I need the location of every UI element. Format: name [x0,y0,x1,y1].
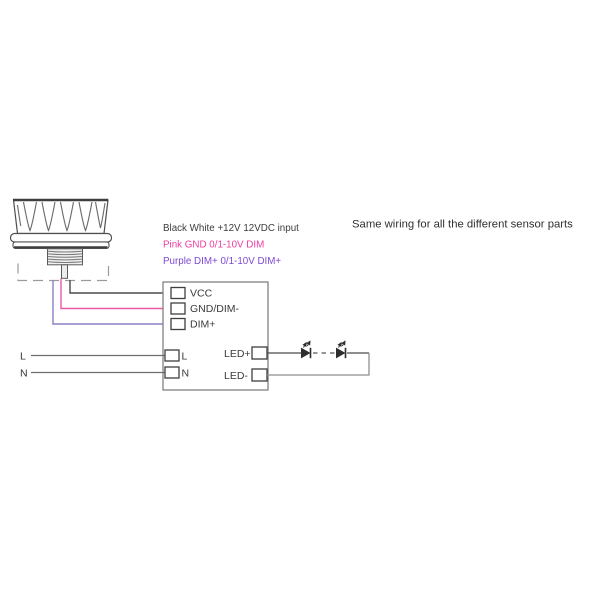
wire-vcc-black [69,280,171,294]
legend-purple-dim: Purple DIM+ 0/1-10V DIM+ [163,256,281,267]
led-symbol-2 [336,340,347,359]
legend-pink-gnd: Pink GND 0/1-10V DIM [163,240,264,251]
wire-dim-purple [52,280,171,325]
wire-led-return [267,353,370,376]
sensor-knob-icon [9,198,113,279]
terminal-led-plus-label: LED+ [224,348,251,360]
sensor-thread-lines [47,250,83,263]
mains-neutral-label: N [20,368,28,380]
terminal-dim-square [170,317,186,331]
terminal-vcc-label: VCC [190,288,213,300]
terminal-led-minus-label: LED- [224,370,248,382]
mains-live-label: L [20,351,26,363]
sensor-flange-upper [9,232,113,243]
terminal-n-square [164,366,180,379]
led-anode-triangle [301,347,311,359]
terminal-vcc-square [170,286,186,300]
terminal-l-square [164,349,180,362]
terminal-dim-label: DIM+ [190,319,215,331]
terminal-n-label: N [182,368,190,380]
terminal-gnd-label: GND/DIM- [190,303,239,315]
led-emission-arrows [302,340,311,348]
legend-black-white: Black White +12V 12VDC input [163,223,299,234]
terminal-gnd-square [170,302,186,315]
sensor-stem [61,264,68,279]
led-emission-arrows [337,340,346,348]
terminal-led-minus-square [251,368,268,382]
sensor-cap-knurls [16,201,106,232]
terminal-led-plus-square [251,346,268,360]
driver-box [162,281,269,391]
led-anode-triangle [336,347,346,359]
terminal-l-label: L [182,351,188,363]
wire-gnd-pink [60,278,171,310]
led-symbol-1 [301,340,312,359]
note-same-wiring: Same wiring for all the different sensor… [352,219,573,231]
sensor-mount-dashed-outline [17,263,110,282]
